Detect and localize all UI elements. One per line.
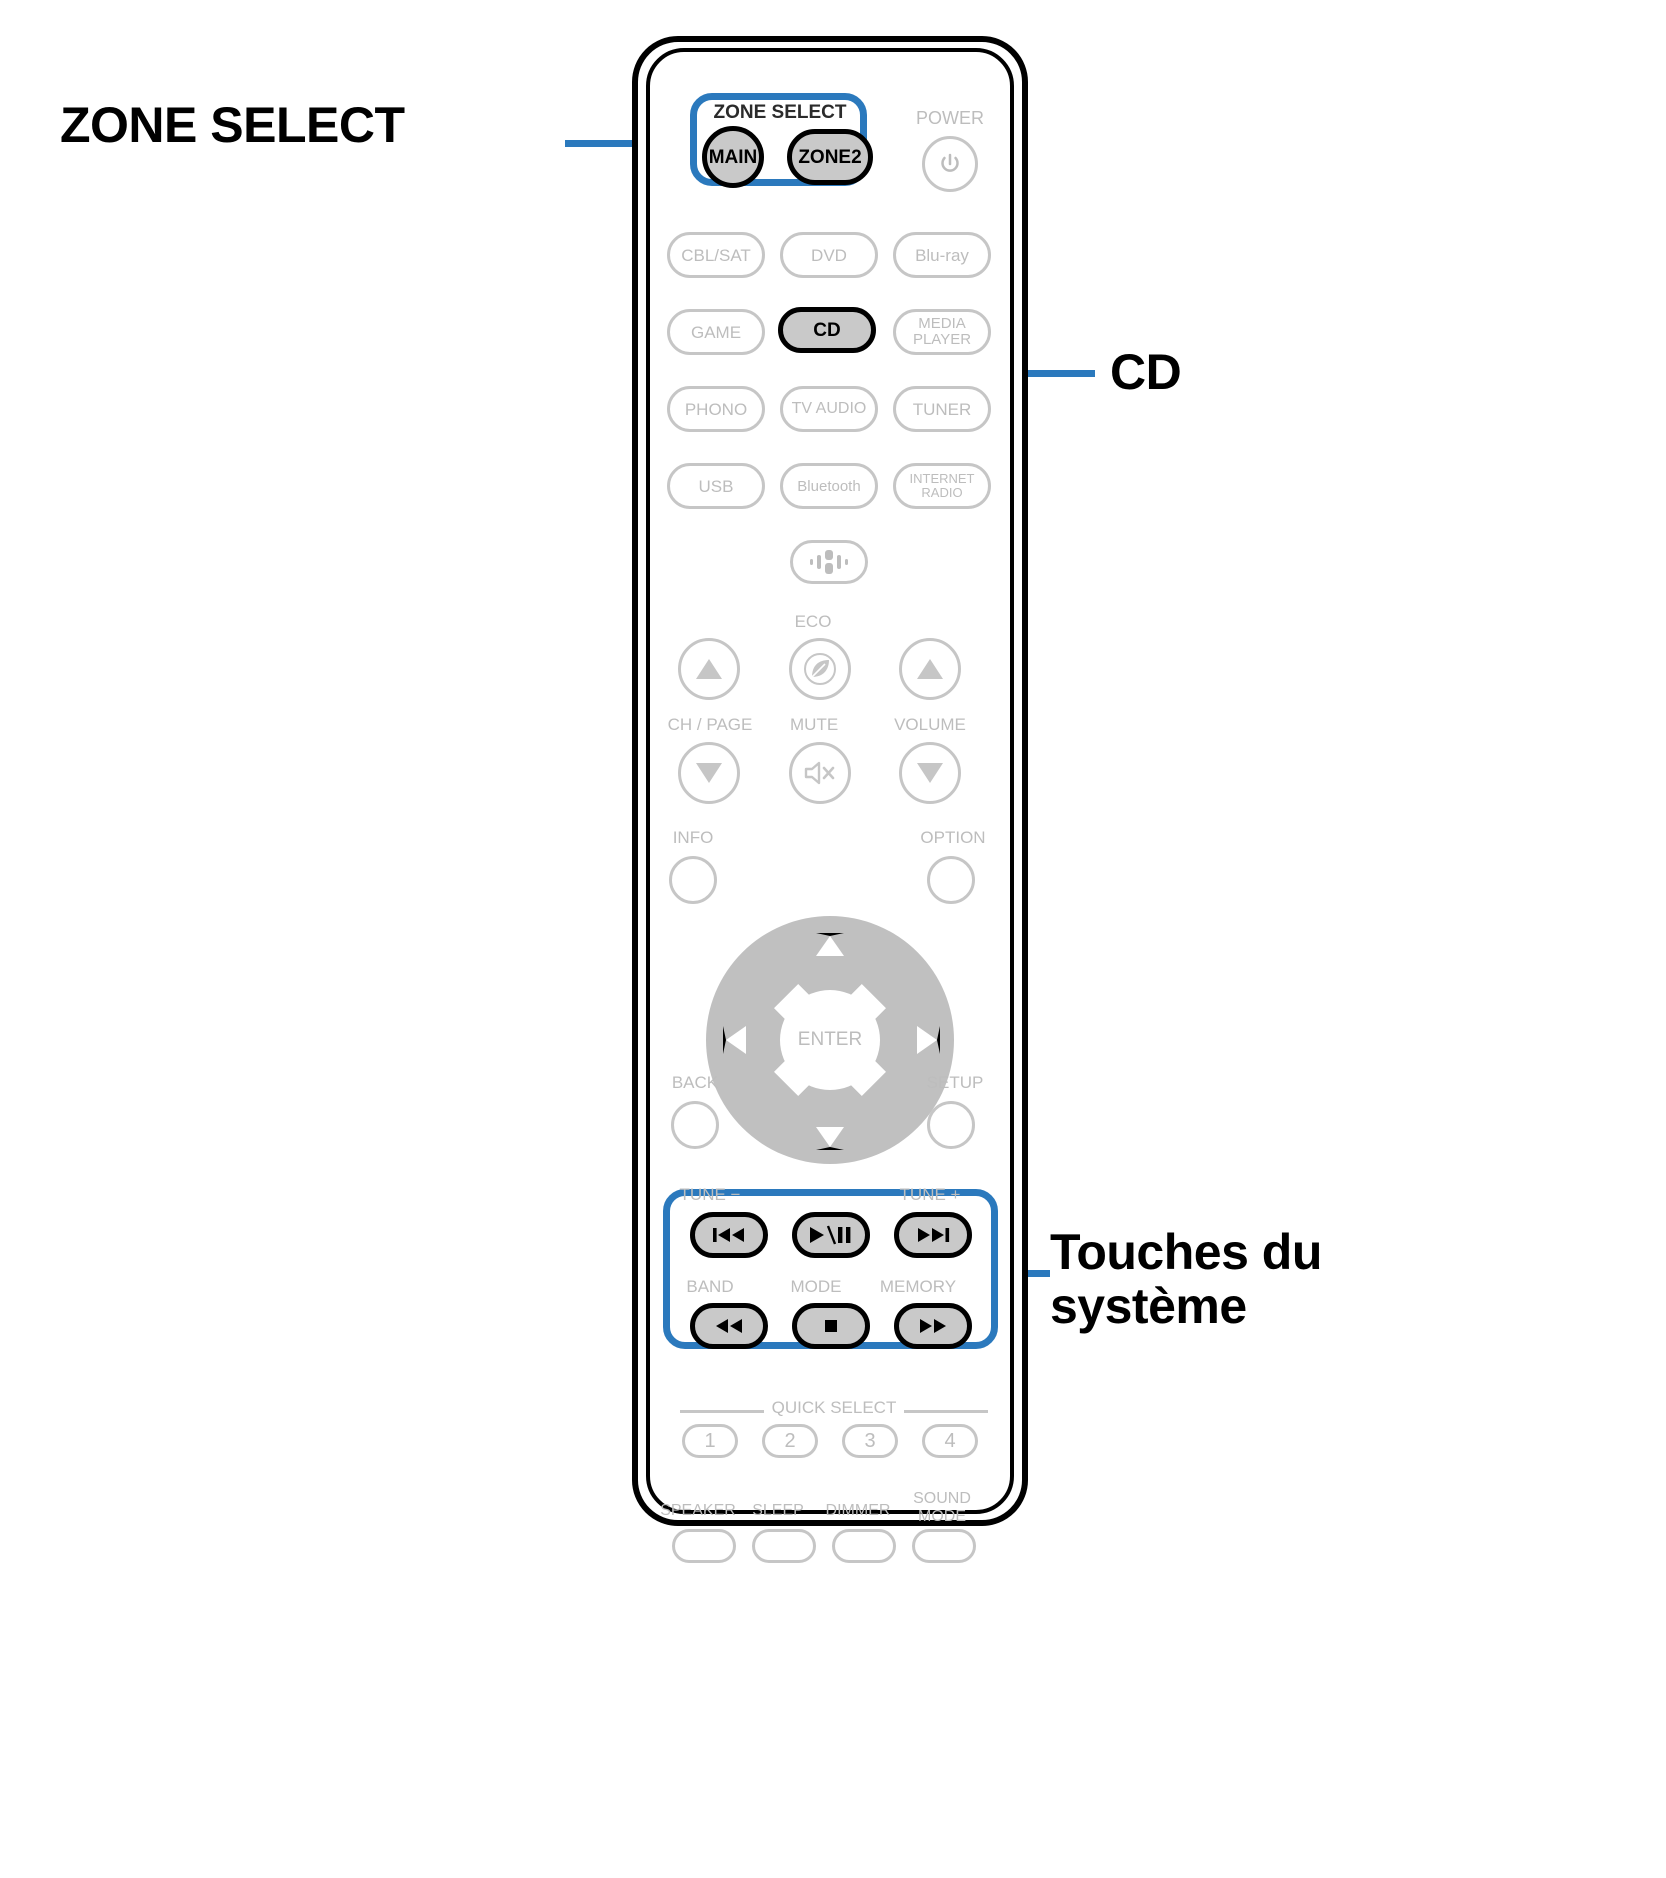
- callout-system-line2: système: [1050, 1278, 1247, 1334]
- source-button-game[interactable]: GAME: [667, 309, 765, 355]
- skip-previous-button[interactable]: [690, 1212, 768, 1258]
- setup-button[interactable]: [927, 1101, 975, 1149]
- ch-page-label: CH / PAGE: [667, 715, 753, 734]
- quick-select-button-4[interactable]: 4: [922, 1424, 978, 1458]
- option-button[interactable]: [927, 856, 975, 904]
- callout-system-line1: Touches du: [1050, 1224, 1322, 1280]
- mute-speaker-icon: [804, 761, 835, 785]
- speaker-label: SPEAKER: [660, 1502, 736, 1519]
- triangle-up-icon: [917, 659, 943, 679]
- quick-select-label: QUICK SELECT: [771, 1398, 897, 1417]
- zone-main-button[interactable]: MAIN: [702, 126, 764, 188]
- tune-plus-label: TUNE +: [899, 1185, 961, 1204]
- source-button-bluray[interactable]: Blu-ray: [893, 232, 991, 278]
- skip-next-button[interactable]: [894, 1212, 972, 1258]
- volume-down-button[interactable]: [899, 742, 961, 804]
- eco-label: ECO: [794, 612, 832, 631]
- source-button-media-player[interactable]: MEDIA PLAYER: [893, 309, 991, 355]
- skip-previous-icon: [713, 1228, 744, 1242]
- zone-select-group-label: ZONE SELECT: [713, 102, 847, 123]
- callout-zone-select: ZONE SELECT: [60, 97, 405, 153]
- enter-label: ENTER: [797, 1029, 863, 1050]
- quick-select-button-3[interactable]: 3: [842, 1424, 898, 1458]
- leaf-icon: [804, 653, 836, 685]
- stop-icon: [825, 1320, 837, 1332]
- info-label: INFO: [672, 828, 714, 847]
- cursor-down-icon: [816, 1127, 844, 1150]
- dimmer-button[interactable]: [832, 1529, 896, 1563]
- quick-select-rule-left: [680, 1410, 764, 1413]
- sound-mode-line1: SOUND: [913, 1490, 971, 1507]
- skip-next-icon: [918, 1228, 950, 1242]
- triangle-up-icon: [696, 659, 722, 679]
- option-label: OPTION: [920, 828, 986, 847]
- rewind-button[interactable]: [690, 1303, 768, 1349]
- power-icon: [941, 153, 959, 172]
- ch-page-down-button[interactable]: [678, 742, 740, 804]
- band-label: BAND: [686, 1277, 734, 1296]
- eco-button[interactable]: [789, 638, 851, 700]
- mute-label: MUTE: [790, 715, 839, 734]
- cursor-pad[interactable]: ENTER: [706, 916, 954, 1164]
- mode-label: MODE: [790, 1277, 842, 1296]
- callout-cd: CD: [1110, 344, 1182, 400]
- power-label: POWER: [915, 108, 984, 128]
- leader-line-zone-select: [565, 140, 695, 147]
- volume-up-button[interactable]: [899, 638, 961, 700]
- source-button-bluetooth[interactable]: Bluetooth: [780, 463, 878, 509]
- quick-select-button-1[interactable]: 1: [682, 1424, 738, 1458]
- fast-forward-button[interactable]: [894, 1303, 972, 1349]
- rewind-icon: [716, 1319, 742, 1333]
- volume-label: VOLUME: [894, 715, 966, 734]
- dimmer-label: DIMMER: [825, 1502, 891, 1519]
- source-button-tv-audio[interactable]: TV AUDIO: [780, 386, 878, 432]
- sound-mode-bottom-label: SOUND MODE: [892, 1490, 992, 1525]
- enter-button[interactable]: ENTER: [780, 990, 880, 1090]
- zone-zone2-button[interactable]: ZONE2: [787, 129, 873, 185]
- media-player-line1: MEDIA: [918, 315, 966, 333]
- play-pause-icon: [810, 1225, 851, 1245]
- cd-source-button[interactable]: CD: [778, 307, 876, 353]
- ch-page-up-button[interactable]: [678, 638, 740, 700]
- triangle-down-icon: [696, 763, 722, 783]
- source-button-phono[interactable]: PHONO: [667, 386, 765, 432]
- speaker-button[interactable]: [672, 1529, 736, 1563]
- quick-select-button-2[interactable]: 2: [762, 1424, 818, 1458]
- fast-forward-icon: [920, 1319, 946, 1333]
- power-button[interactable]: [922, 136, 978, 192]
- callout-system-buttons: Touches du système: [1050, 1225, 1322, 1333]
- source-button-cbl-sat[interactable]: CBL/SAT: [667, 232, 765, 278]
- sleep-button[interactable]: [752, 1529, 816, 1563]
- back-label: BACK: [671, 1073, 719, 1092]
- play-pause-button[interactable]: [792, 1212, 870, 1258]
- sound-mode-button[interactable]: [790, 540, 868, 584]
- internet-radio-line2: RADIO: [921, 485, 963, 500]
- source-button-usb[interactable]: USB: [667, 463, 765, 509]
- source-button-internet-radio[interactable]: INTERNET RADIO: [893, 463, 991, 509]
- stop-button[interactable]: [792, 1303, 870, 1349]
- quick-select-rule-right: [904, 1410, 988, 1413]
- source-button-tuner[interactable]: TUNER: [893, 386, 991, 432]
- internet-radio-line1: INTERNET: [909, 471, 975, 487]
- triangle-down-icon: [917, 763, 943, 783]
- info-button[interactable]: [669, 856, 717, 904]
- sound-mode-line2: MODE: [918, 1507, 966, 1525]
- memory-label: MEMORY: [879, 1277, 957, 1296]
- setup-label: SETUP: [926, 1073, 984, 1092]
- tune-minus-label: TUNE −: [679, 1185, 741, 1204]
- sound-mode-bottom-button[interactable]: [912, 1529, 976, 1563]
- sound-mode-icon: [810, 550, 848, 574]
- sleep-label: SLEEP: [752, 1502, 804, 1519]
- source-button-dvd[interactable]: DVD: [780, 232, 878, 278]
- cursor-right-icon: [917, 1026, 940, 1054]
- back-button[interactable]: [671, 1101, 719, 1149]
- mute-button[interactable]: [789, 742, 851, 804]
- cursor-up-icon: [816, 933, 844, 956]
- media-player-line2: PLAYER: [912, 331, 972, 348]
- cursor-left-icon: [723, 1026, 746, 1054]
